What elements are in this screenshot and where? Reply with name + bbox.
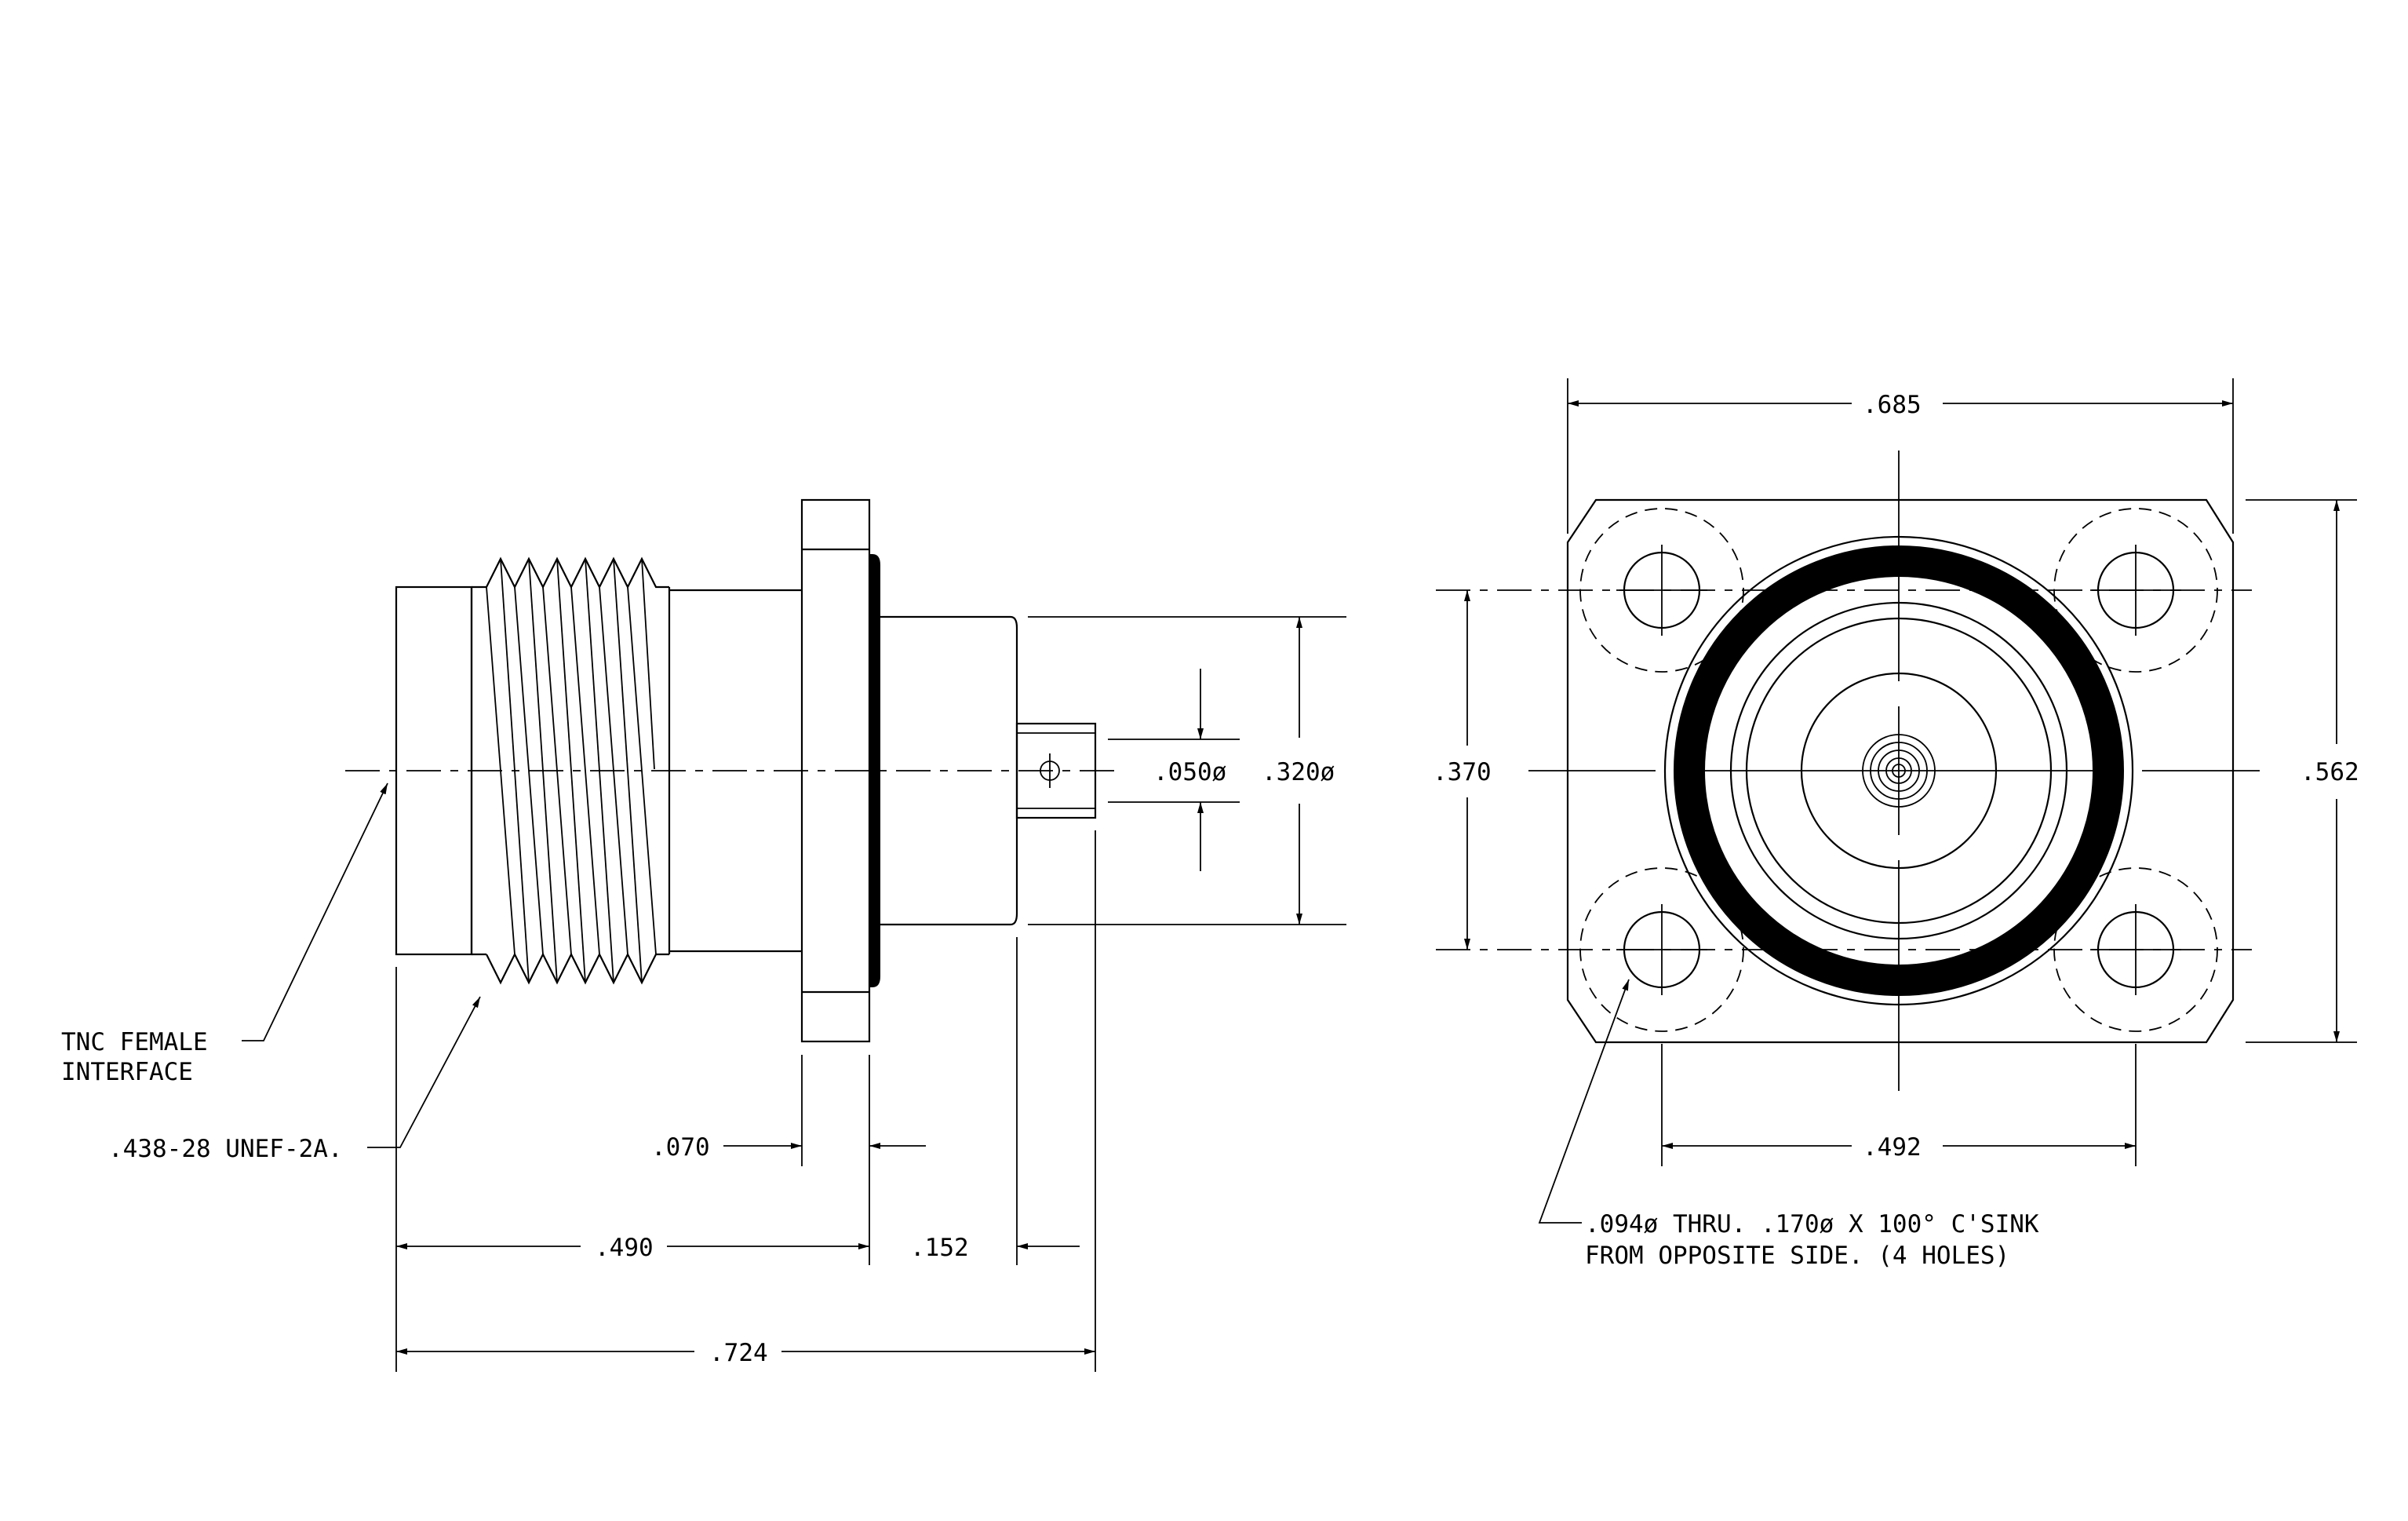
body-neck [669, 589, 802, 953]
rear-length-label: .152 [910, 1234, 969, 1262]
holes-leader [1538, 979, 1630, 1224]
front-length-label: .490 [595, 1234, 654, 1262]
thread-callout: .438-28 UNEF-2A. [108, 1135, 343, 1163]
flange-width-label: .685 [1863, 391, 1922, 419]
threaded-body [470, 556, 671, 985]
body-diameter-label: .320ø [1262, 758, 1335, 786]
gasket [869, 554, 880, 987]
interface-callout-line1: TNC FEMALE [61, 1028, 208, 1056]
front-centerlines [1436, 450, 2260, 1091]
interface-leader [242, 782, 388, 1041]
holes-callout-line2: FROM OPPOSITE SIDE. (4 HOLES) [1585, 1242, 2009, 1270]
front-view: .685 .370 .562 .492 .094ø THRU. .170ø X … [1433, 378, 2359, 1270]
overall-length-label: .724 [709, 1339, 768, 1367]
interface-callout-line2: INTERFACE [61, 1058, 193, 1086]
flange-thickness-label: .070 [651, 1133, 710, 1162]
side-view: .050ø .320ø .070 .490 .152 .724 TNC FEMA… [61, 498, 1346, 1372]
flange-height-label: .562 [2301, 758, 2359, 786]
holes-callout-line1: .094ø THRU. .170ø X 100° C'SINK [1585, 1210, 2039, 1238]
thread-leader [367, 996, 481, 1148]
flange-front [1566, 498, 2235, 1044]
hole-spacing-horizontal-label: .492 [1863, 1133, 1922, 1162]
contact-diameter-label: .050ø [1153, 758, 1226, 786]
hole-spacing-vertical-label: .370 [1433, 758, 1492, 786]
